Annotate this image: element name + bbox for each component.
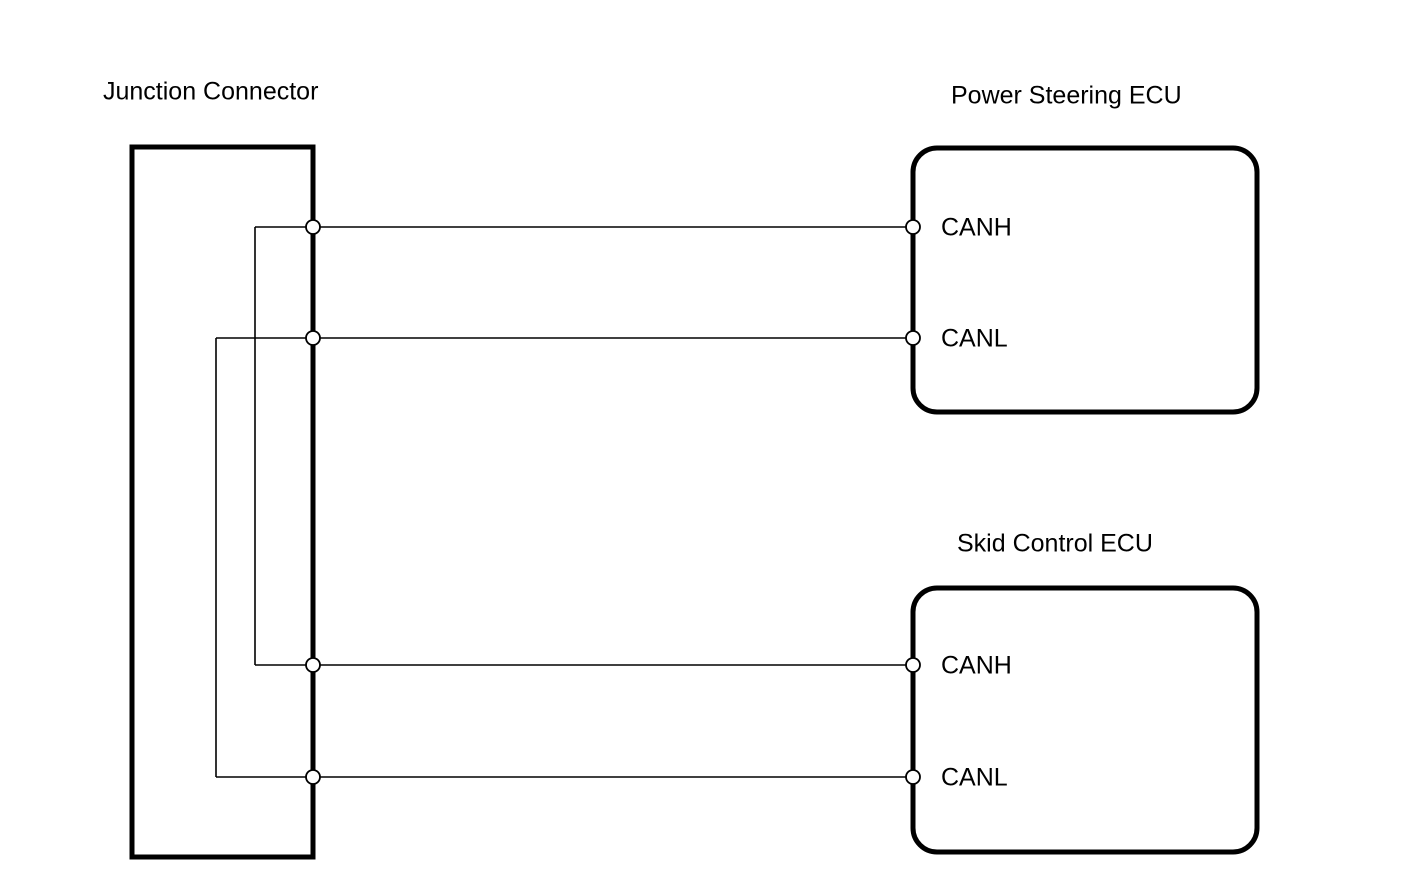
junction-connector-title: Junction Connector <box>103 78 318 106</box>
terminal-circles-group <box>305 219 921 785</box>
harness-wires-group <box>313 226 913 778</box>
skid-control-ecu-box <box>910 585 1260 855</box>
junction-terminal-skid-canh[interactable] <box>305 657 321 673</box>
power-steering-ecu-group: Power Steering ECU CANH CANL <box>910 82 1260 415</box>
skid-ecu-terminal-canh-label: CANH <box>941 652 1012 680</box>
junction-terminal-ps-canl[interactable] <box>305 330 321 346</box>
ps-ecu-terminal-canl[interactable] <box>905 330 921 346</box>
power-steering-ecu-box <box>910 145 1260 415</box>
ps-ecu-terminal-canh[interactable] <box>905 219 921 235</box>
skid-ecu-terminal-canl[interactable] <box>905 769 921 785</box>
ps-ecu-terminal-canl-label: CANL <box>941 325 1008 353</box>
skid-ecu-terminal-canh[interactable] <box>905 657 921 673</box>
power-steering-ecu-title: Power Steering ECU <box>951 82 1182 110</box>
skid-control-ecu-title: Skid Control ECU <box>957 530 1153 558</box>
junction-terminal-ps-canh[interactable] <box>305 219 321 235</box>
skid-control-ecu-group: Skid Control ECU CANH CANL <box>910 530 1260 855</box>
junction-connector-box <box>129 144 316 860</box>
junction-terminal-skid-canl[interactable] <box>305 769 321 785</box>
skid-ecu-terminal-canl-label: CANL <box>941 764 1008 792</box>
junction-connector-group: Junction Connector <box>103 78 318 860</box>
ps-ecu-terminal-canh-label: CANH <box>941 214 1012 242</box>
